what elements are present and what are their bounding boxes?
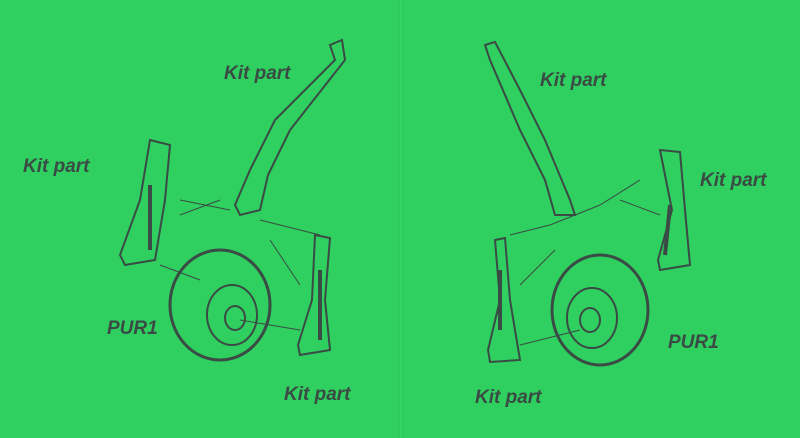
left-strut-arm-2 [296,233,332,357]
left-leader-lines [159,199,321,331]
right-shock [663,204,672,256]
left-wheel-hub [206,284,258,346]
right-bottom-kit-part-label: Kit part [475,387,542,408]
left-top-kit-part-label: Kit part [224,63,291,84]
right-strut-arm-2 [486,236,522,364]
left-wheel-icon [168,248,272,362]
right-strut-arm [656,148,692,272]
left-assembly [118,38,347,362]
right-side-kit-part-label: Kit part [700,170,767,191]
right-wheel-hub [566,287,618,349]
right-wheel-center [579,307,601,333]
left-wheel-center [224,305,246,331]
left-strut-arm [118,138,172,267]
right-wheel-label: PUR1 [668,332,719,353]
left-side-kit-part-label: Kit part [23,156,90,177]
right-assembly [483,40,692,367]
left-bottom-kit-part-label: Kit part [284,384,351,405]
right-top-kit-part-label: Kit part [540,70,607,91]
page-fold [398,0,404,438]
right-leader-lines [509,179,661,346]
left-main-strut [233,38,347,217]
right-main-strut [483,40,577,216]
right-wheel-icon [550,253,650,367]
left-wheel-label: PUR1 [107,318,158,339]
